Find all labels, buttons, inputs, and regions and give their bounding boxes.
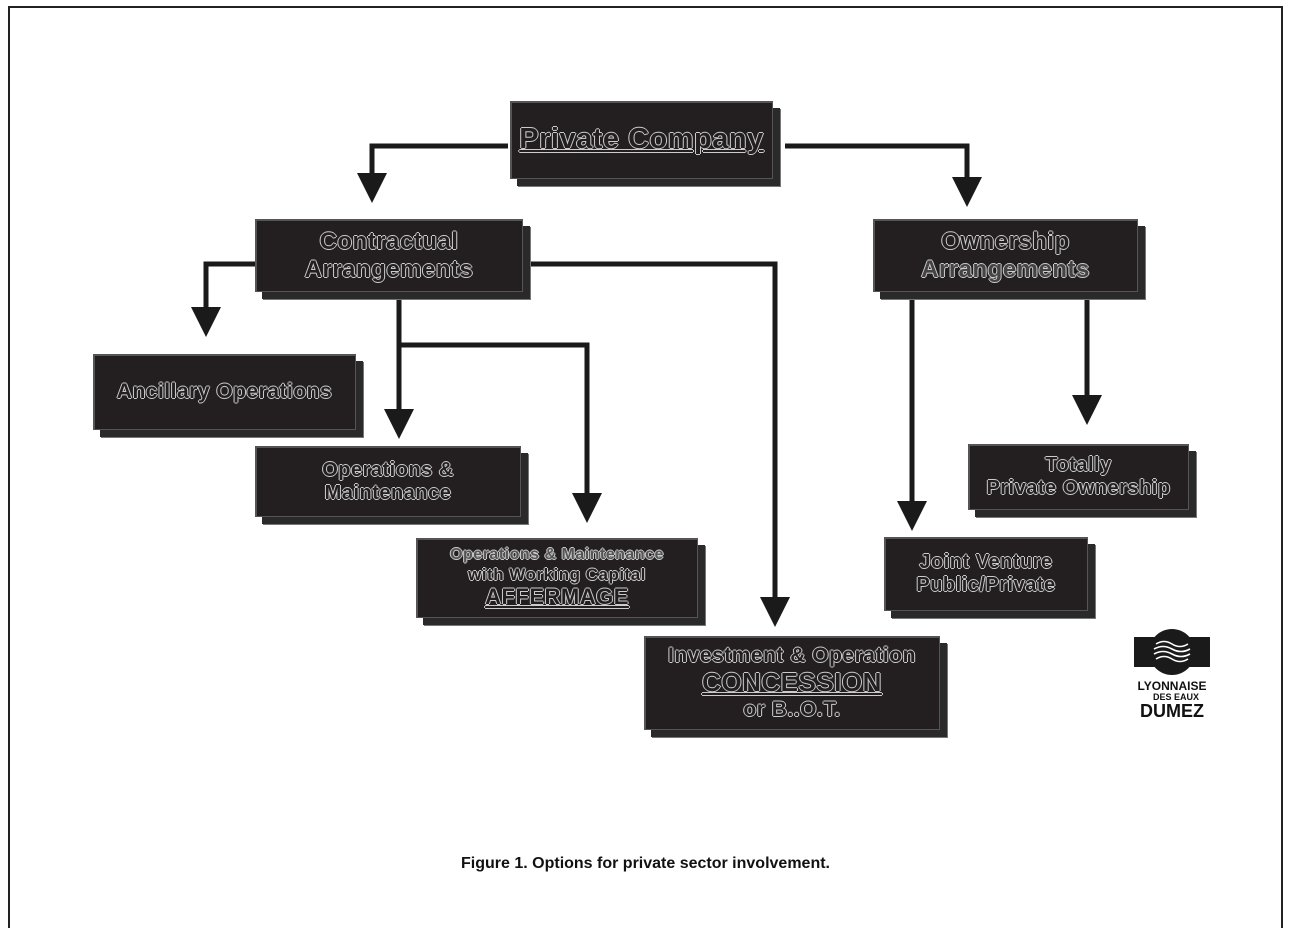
concession-label-line1: Investment & Operation <box>668 643 916 667</box>
logo-text-line2: DES EAUX <box>1153 692 1199 702</box>
arrow-contractual-to-affermage <box>399 342 602 523</box>
node-ownership-arrangements: Ownership Arrangements <box>873 219 1138 292</box>
lyonnaise-dumez-logo: LYONNAISE DES EAUX DUMEZ <box>1132 627 1212 735</box>
private-company-label: Private Company <box>519 123 764 156</box>
logo-text-line3: DUMEZ <box>1140 701 1204 721</box>
node-contractual-arrangements: Contractual Arrangements <box>255 219 523 292</box>
node-affermage: Operations & Maintenance with Working Ca… <box>416 538 698 618</box>
joint-label-line2: Public/Private <box>916 574 1056 596</box>
contractual-label-line2: Arrangements <box>304 255 474 283</box>
arrow-contractual-to-concession <box>530 261 790 627</box>
totally-label-line1: Totally <box>1045 454 1112 476</box>
contractual-label-line1: Contractual <box>319 227 459 255</box>
node-ancillary-operations: Ancillary Operations <box>93 354 356 430</box>
logo-emblem-icon: LYONNAISE DES EAUX DUMEZ <box>1134 629 1210 721</box>
figure-caption: Figure 1. Options for private sector inv… <box>461 855 830 872</box>
concession-label-line2: CONCESSION <box>702 667 882 698</box>
om-label-line2: Maintenance <box>324 481 452 504</box>
om-label-line1: Operations & <box>322 458 454 481</box>
arrow-private-to-contractual <box>357 143 508 203</box>
ancillary-label: Ancillary Operations <box>116 379 333 403</box>
affermage-label-line3: AFFERMAGE <box>485 584 629 610</box>
node-operations-maintenance: Operations & Maintenance <box>255 446 521 517</box>
totally-label-line2: Private Ownership <box>986 477 1171 499</box>
node-private-company: Private Company <box>510 101 773 179</box>
node-concession: Investment & Operation CONCESSION or B..… <box>644 636 940 730</box>
joint-label-line1: Joint Venture <box>919 551 1053 573</box>
affermage-label-line2: with Working Capital <box>468 564 646 584</box>
ownership-label-line1: Ownership <box>941 227 1070 255</box>
arrow-contractual-to-ancillary <box>191 261 255 337</box>
arrow-private-to-ownership <box>785 143 982 207</box>
logo-text-line1: LYONNAISE <box>1138 679 1207 693</box>
affermage-label-line1: Operations & Maintenance <box>450 546 664 564</box>
node-joint-venture: Joint Venture Public/Private <box>884 537 1088 611</box>
ownership-label-line2: Arrangements <box>921 255 1090 283</box>
node-totally-private: Totally Private Ownership <box>968 444 1189 510</box>
figure-frame <box>8 6 1283 928</box>
concession-label-line3: or B..O.T. <box>743 697 841 721</box>
